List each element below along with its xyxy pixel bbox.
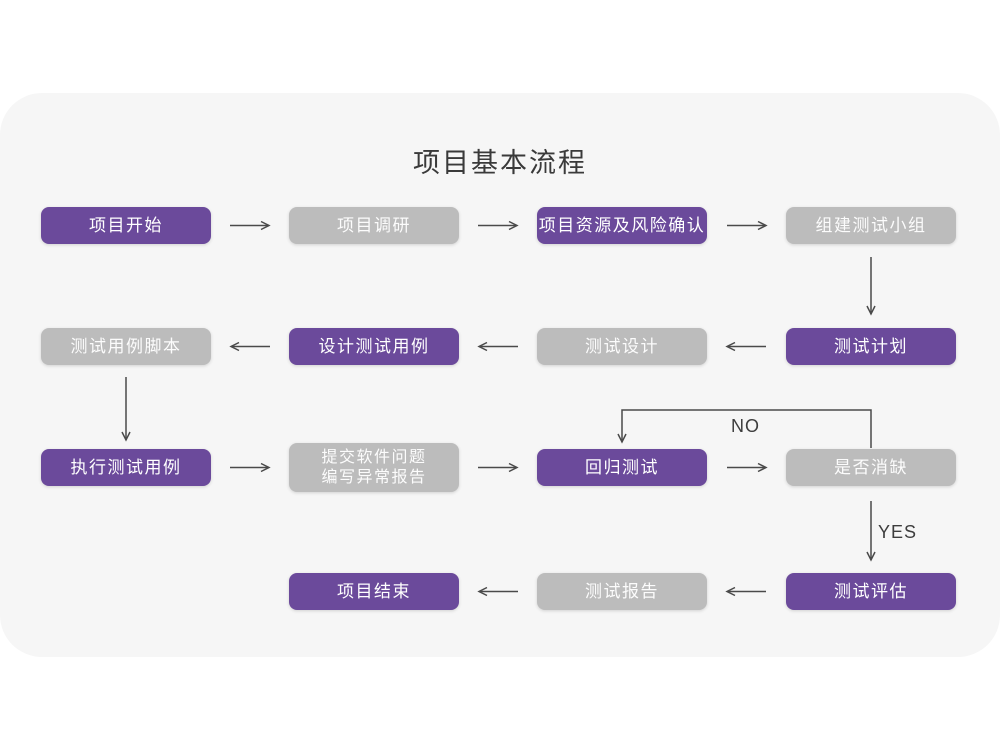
node-test-report: 测试报告	[537, 573, 707, 610]
node-test-design: 测试设计	[537, 328, 707, 365]
node-label: 测试评估	[834, 581, 908, 601]
node-label: 设计测试用例	[318, 336, 430, 356]
node-regression-test: 回归测试	[537, 449, 707, 486]
node-label: 是否消缺	[834, 457, 908, 477]
edge-label-yes: YES	[878, 522, 918, 542]
node-label: 项目调研	[337, 215, 411, 235]
node-submit-issues-report: 提交软件问题 编写异常报告	[289, 443, 459, 492]
node-label: 项目开始	[89, 215, 163, 235]
node-test-case-script: 测试用例脚本	[41, 328, 211, 365]
node-build-test-team: 组建测试小组	[786, 207, 956, 244]
node-label: 执行测试用例	[70, 457, 182, 477]
node-label: 回归测试	[585, 457, 659, 477]
node-test-evaluate: 测试评估	[786, 573, 956, 610]
node-label: 组建测试小组	[815, 215, 927, 235]
node-label-line2: 编写异常报告	[321, 468, 427, 486]
node-label: 测试报告	[585, 581, 659, 601]
node-project-research: 项目调研	[289, 207, 459, 244]
edge-label-no: NO	[731, 416, 760, 436]
node-execute-test-case: 执行测试用例	[41, 449, 211, 486]
node-project-end: 项目结束	[289, 573, 459, 610]
flowchart-card	[0, 93, 1000, 657]
diagram-title: 项目基本流程	[413, 148, 587, 178]
node-label-line1: 提交软件问题	[321, 448, 427, 466]
node-label: 测试设计	[585, 336, 659, 356]
node-project-start: 项目开始	[41, 207, 211, 244]
node-test-plan: 测试计划	[786, 328, 956, 365]
node-label: 测试用例脚本	[70, 336, 182, 356]
node-resource-risk-confirm: 项目资源及风险确认	[537, 207, 707, 244]
node-design-test-case: 设计测试用例	[289, 328, 459, 365]
node-label: 测试计划	[834, 336, 908, 356]
node-label: 项目资源及风险确认	[538, 215, 706, 235]
node-label: 项目结束	[337, 581, 411, 601]
node-defect-cleared: 是否消缺	[786, 449, 956, 486]
